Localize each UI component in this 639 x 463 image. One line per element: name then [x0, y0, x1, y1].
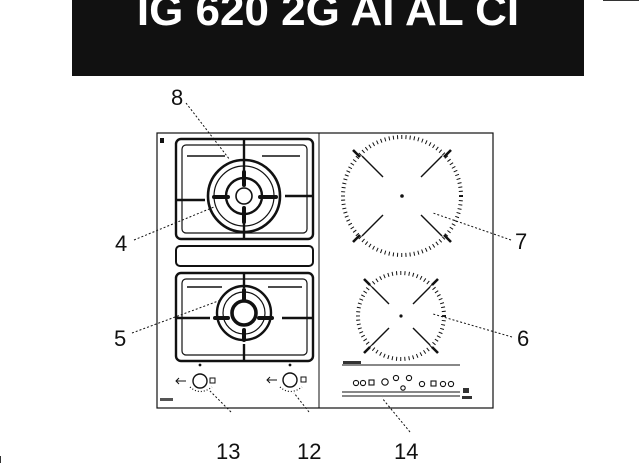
touch-control-panel	[342, 361, 472, 399]
frame-edge	[0, 456, 1, 463]
middle-grate-bar	[175, 245, 314, 267]
callout-7: 7	[515, 229, 527, 254]
induction-zone-small	[356, 271, 446, 361]
callout-8: 8	[171, 85, 183, 110]
callout-6: 6	[517, 326, 529, 351]
gas-knob-right	[266, 363, 307, 393]
callout-5: 5	[114, 326, 126, 351]
leader-lines	[131, 102, 513, 433]
small-print-mark	[160, 398, 173, 401]
frame-edge	[603, 0, 639, 1]
callout-14: 14	[394, 439, 418, 463]
corner-mark	[160, 138, 164, 143]
callout-13: 13	[216, 439, 240, 463]
gas-knob-left	[175, 363, 216, 393]
upper-grate	[174, 137, 315, 241]
hob-outline	[156, 132, 494, 409]
title-banner: IG 620 2G AI AL CI	[72, 0, 584, 76]
model-title: IG 620 2G AI AL CI	[136, 0, 520, 35]
lower-burner-fingers	[213, 288, 274, 342]
lower-grate	[174, 271, 315, 363]
upper-burner-fingers	[212, 170, 278, 224]
induction-zone-large	[341, 135, 463, 257]
callout-12: 12	[297, 439, 321, 463]
callout-4: 4	[115, 231, 127, 256]
